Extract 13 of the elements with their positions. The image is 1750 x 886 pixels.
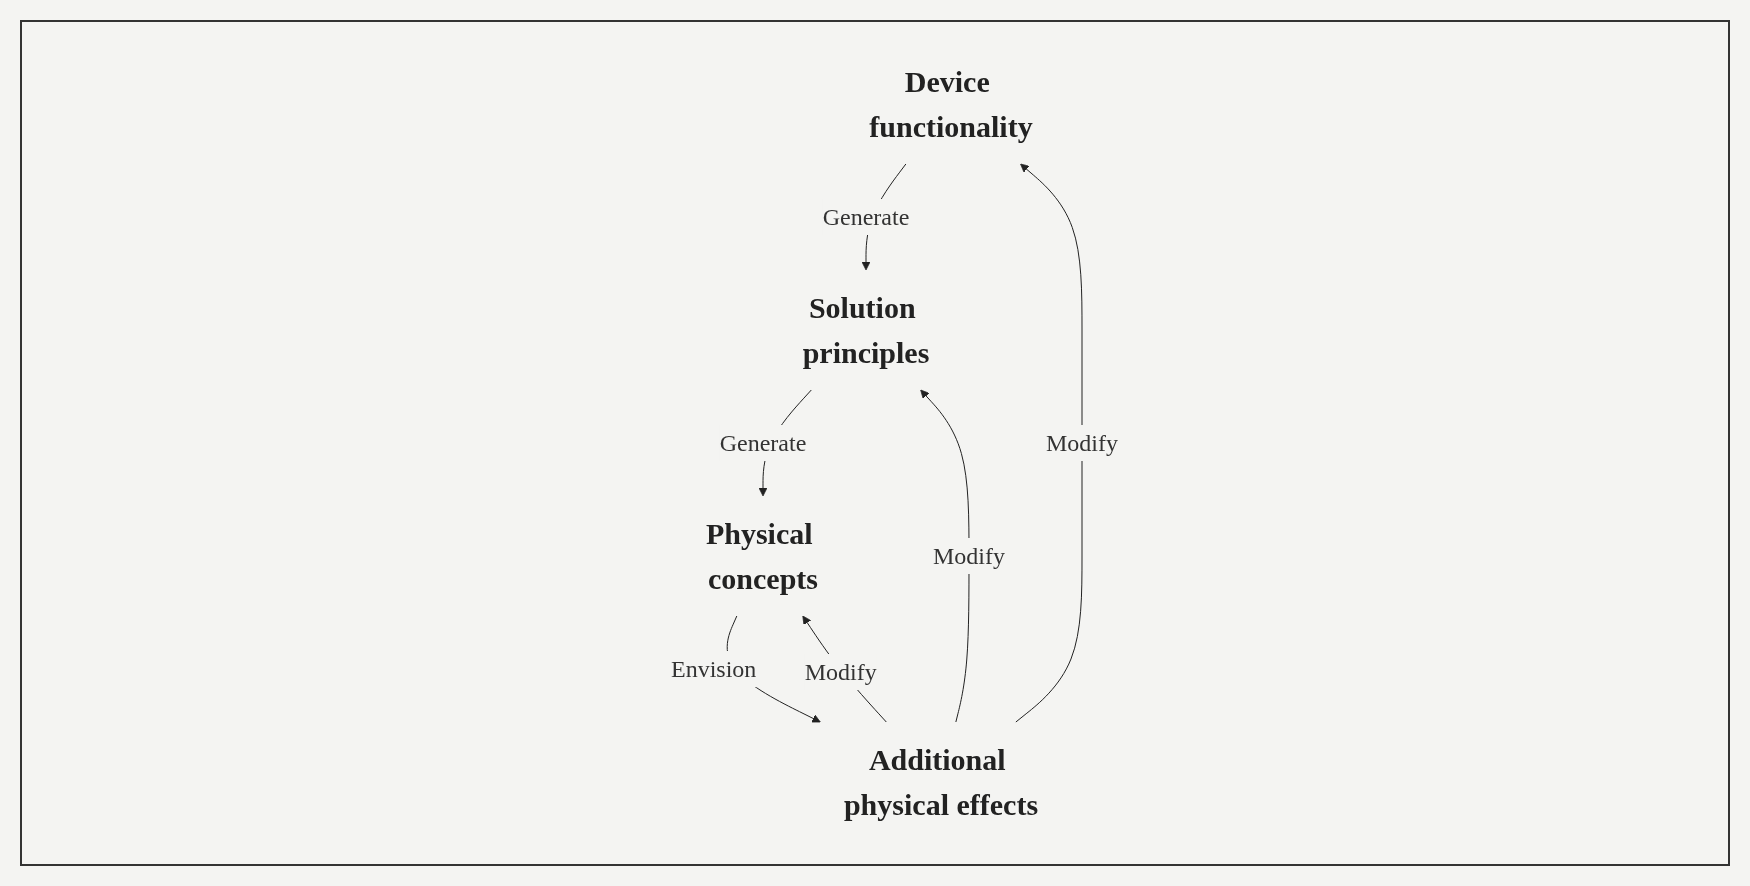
arrow [919,389,969,723]
arrow [801,615,887,723]
arrow [1014,163,1082,723]
node-text: Physical concepts [705,517,818,595]
edge-label: Generate [822,204,909,230]
edge-label: Modify [932,543,1005,569]
edge-label: Generate [719,430,806,456]
edge-label: Envision [670,656,756,682]
node-text: Device functionality [868,65,1033,143]
node-text: Additional physical effects [843,743,1038,821]
edge-label: Modify [1045,430,1118,456]
edge-label: Modify [804,658,877,685]
node-text: Solution principles [802,291,929,369]
